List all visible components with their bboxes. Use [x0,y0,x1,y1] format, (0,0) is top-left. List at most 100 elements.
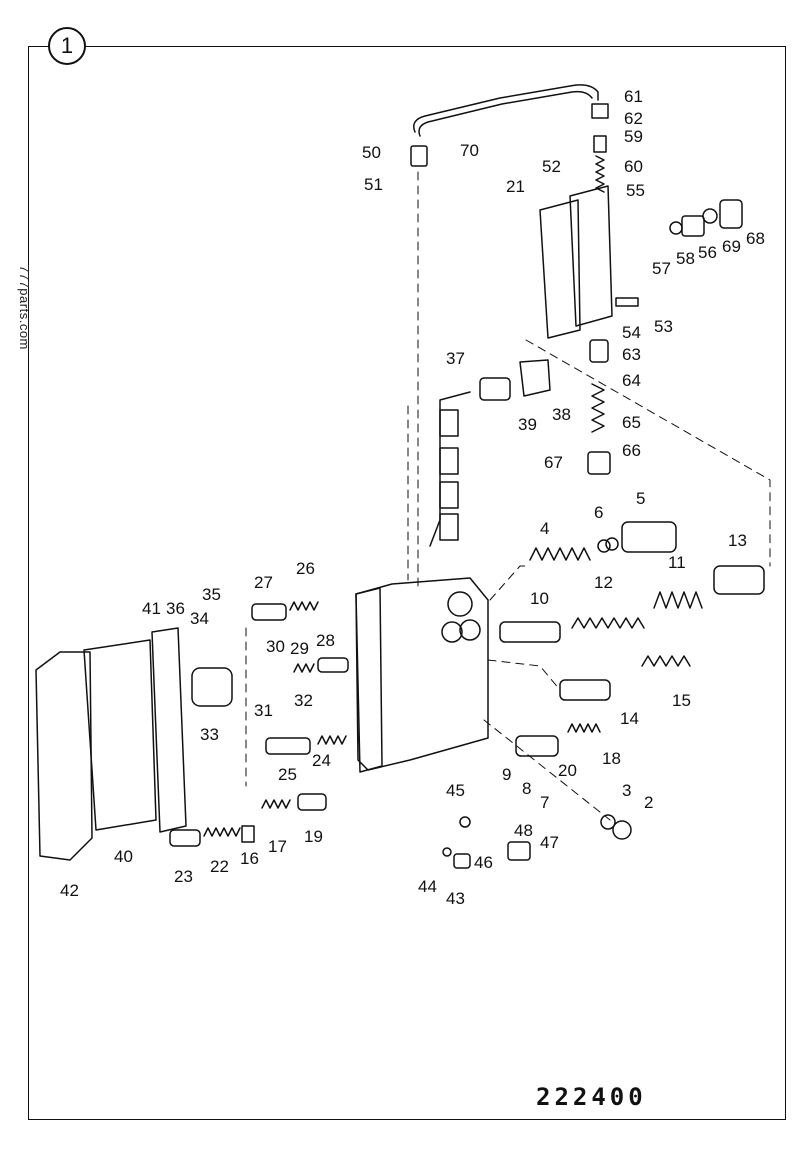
guide-line-3 [489,565,529,601]
spring-24 [317,735,347,745]
valve-10 [499,621,561,643]
spring-15 [641,655,691,667]
label-52: 52 [542,157,561,176]
spring-4 [529,547,591,561]
cover-42 [35,651,93,861]
label-21: 21 [506,177,525,196]
spring-12 [571,617,645,629]
plug-61 [591,103,609,119]
sleeve-13 [713,565,765,595]
valve-body [355,577,489,771]
plug-25 [265,737,311,755]
label-44: 44 [418,877,437,896]
ring-69 [702,208,718,224]
hose-70 [413,84,599,133]
label-11: 11 [668,553,686,572]
spring-18 [567,723,601,733]
label-51: 51 [364,175,383,194]
label-60: 60 [624,157,643,176]
label-10: 10 [530,589,549,608]
connector-37a [439,409,459,437]
connector-37b [439,447,459,475]
housing-52 [569,185,613,327]
label-43: 43 [446,889,465,908]
label-62: 62 [624,109,643,128]
drawing-number: 222400 [536,1083,647,1111]
label-38: 38 [552,405,571,424]
nut-2 [612,820,632,840]
ring-6a [597,539,611,553]
label-5: 5 [636,489,645,508]
label-50: 50 [362,143,381,162]
label-67: 67 [544,453,563,472]
figure-number-badge: 1 [48,27,86,65]
label-56: 56 [698,243,717,262]
fitting-50 [410,145,428,167]
fitting-63 [589,339,609,363]
guide-line-4 [487,659,561,691]
cap-67 [587,451,611,475]
plug-43 [453,853,471,869]
plug-19 [297,793,327,811]
label-36: 36 [166,599,185,618]
label-30: 30 [266,637,285,656]
label-58: 58 [676,249,695,268]
label-25: 25 [278,765,297,784]
label-24: 24 [312,751,331,770]
clip-16 [241,825,255,843]
gasket-plate [355,587,383,773]
valve-20 [515,735,559,757]
label-9: 9 [502,765,511,784]
label-41: 41 [142,599,161,618]
harness-37 [429,391,471,547]
part-59 [593,135,607,153]
label-4: 4 [540,519,549,538]
label-17: 17 [268,837,287,856]
connector-37c [439,481,459,509]
label-61: 61 [624,87,643,106]
ring-44 [442,847,452,857]
label-12: 12 [594,573,613,592]
label-16: 16 [240,849,259,868]
label-19: 19 [304,827,323,846]
label-63: 63 [622,345,641,364]
guide-line-5 [483,719,611,821]
label-57: 57 [652,259,671,278]
label-26: 26 [296,559,315,578]
ring-58 [669,221,683,235]
ring-6b [605,537,619,551]
label-layer: 2 3 4 5 6 7 8 9 10 11 12 13 14 15 16 17 … [60,87,765,908]
label-2: 2 [644,793,653,812]
label-68: 68 [746,229,765,248]
spring-17 [261,799,291,809]
label-14: 14 [620,709,639,728]
label-70: 70 [460,141,479,160]
valve-28 [317,657,349,673]
label-23: 23 [174,867,193,886]
connector-37d [439,513,459,541]
hose-70-inner [418,90,593,137]
label-6: 6 [594,503,603,522]
washer-3 [600,814,616,830]
guide-line-2 [525,339,771,567]
label-48: 48 [514,821,533,840]
label-46: 46 [474,853,493,872]
label-42: 42 [60,881,79,900]
solenoid-33 [191,667,233,707]
label-32: 32 [294,691,313,710]
label-45: 45 [446,781,465,800]
label-8: 8 [522,779,531,798]
plug-23 [169,829,201,847]
label-53: 53 [654,317,673,336]
spring-60 [595,155,605,193]
piston-5 [621,521,677,553]
label-20: 20 [558,761,577,780]
label-40: 40 [114,847,133,866]
label-31: 31 [254,701,273,720]
label-39: 39 [518,415,537,434]
gasket-41 [151,627,187,833]
label-66: 66 [622,441,641,460]
label-65: 65 [622,413,641,432]
